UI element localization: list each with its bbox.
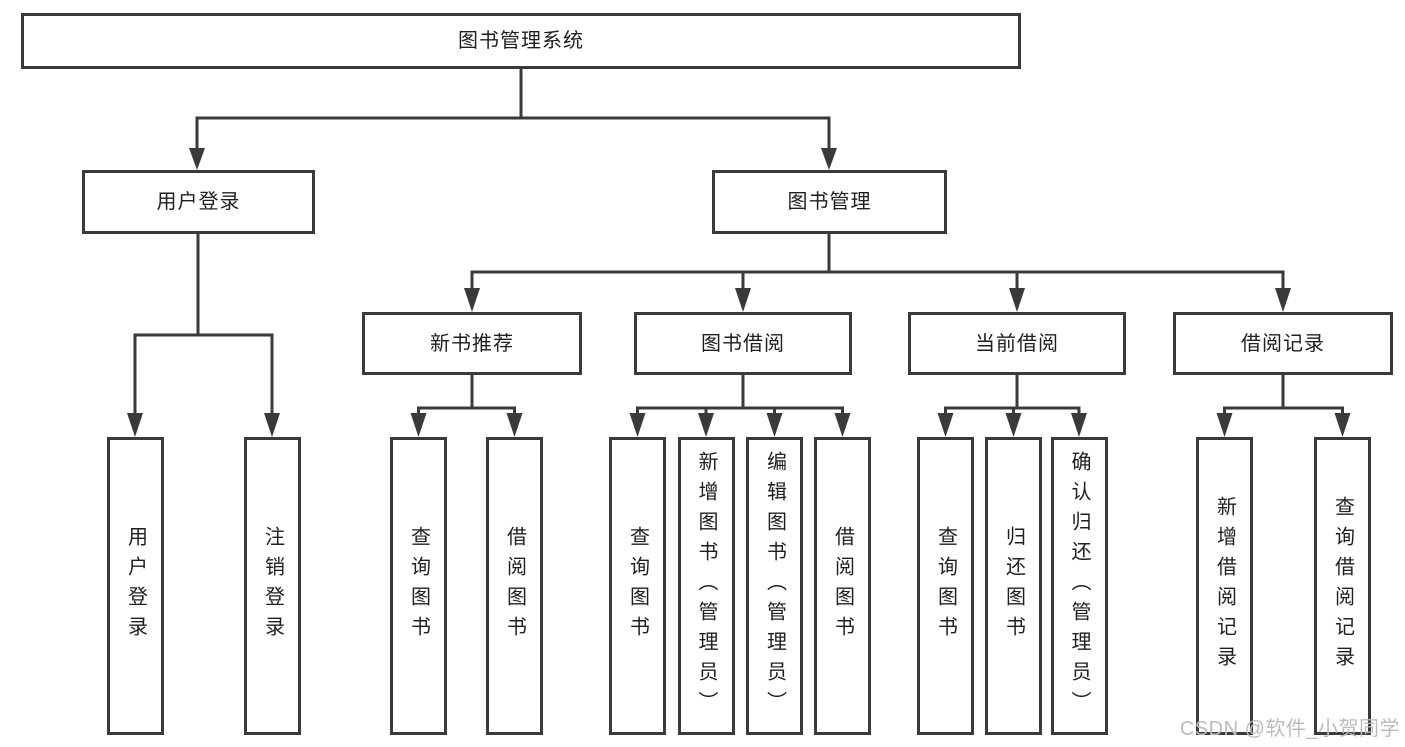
node-current-borrowing-label: 当前借阅 (975, 332, 1059, 355)
leaf-add-borrow-record: 新增借阅记录 (1196, 437, 1253, 735)
arrow-down-icon (506, 413, 523, 437)
node-new-book-recommendation-label: 新书推荐 (430, 332, 514, 355)
leaf-add-books-admin-label: 新增图书（管理员） (695, 451, 717, 721)
leaf-query-books-borrowing: 查询图书 (609, 437, 666, 735)
arrow-down-icon (1071, 413, 1087, 437)
arrow-down-icon (629, 413, 646, 437)
node-new-book-recommendation: 新书推荐 (362, 312, 582, 375)
arrow-down-icon (1275, 288, 1291, 312)
node-root-label: 图书管理系统 (458, 30, 584, 52)
arrow-down-icon (1005, 413, 1022, 437)
leaf-confirm-return-admin-label: 确认归还（管理员） (1068, 451, 1090, 721)
arrow-down-icon (464, 288, 480, 312)
leaf-borrow-books-borrowing-label: 借阅图书 (831, 526, 854, 646)
leaf-edit-books-admin-label: 编辑图书（管理员） (763, 451, 786, 721)
arrow-down-icon (735, 288, 751, 312)
leaf-query-books-recommend-label: 查询图书 (407, 526, 430, 646)
leaf-query-books-current-label: 查询图书 (934, 526, 957, 646)
node-book-management-label: 图书管理 (787, 191, 872, 213)
leaf-borrow-books-borrowing: 借阅图书 (814, 437, 871, 735)
node-current-borrowing: 当前借阅 (908, 312, 1126, 375)
leaf-query-books-recommend: 查询图书 (390, 437, 447, 735)
leaf-borrow-books-recommend: 借阅图书 (486, 437, 543, 735)
leaf-confirm-return-admin: 确认归还（管理员） (1050, 437, 1108, 735)
leaf-borrow-books-recommend-label: 借阅图书 (503, 526, 526, 646)
group-branch (1223, 406, 1344, 416)
leaf-query-borrow-record-label: 查询借阅记录 (1331, 496, 1354, 676)
leaf-logout-login: 注销登录 (244, 437, 301, 735)
arrow-down-icon (127, 413, 143, 437)
arrow-down-icon (410, 413, 427, 437)
leaf-add-books-admin: 新增图书（管理员） (677, 437, 735, 735)
node-user-login: 用户登录 (82, 170, 315, 234)
leaf-user-login: 用户登录 (107, 437, 164, 735)
arrow-down-icon (1334, 413, 1351, 437)
node-root: 图书管理系统 (21, 13, 1021, 69)
leaf-query-borrow-record: 查询借阅记录 (1314, 437, 1371, 735)
leaf-return-books: 归还图书 (985, 437, 1042, 735)
node-book-borrowing: 图书借阅 (634, 312, 852, 375)
leaf-return-books-label: 归还图书 (1002, 526, 1025, 646)
arrow-down-icon (766, 413, 783, 437)
book-mgmt-branch (470, 270, 1285, 290)
arrow-down-icon (698, 413, 714, 437)
arrow-down-icon (834, 413, 851, 437)
leaf-edit-books-admin: 编辑图书（管理员） (746, 437, 803, 735)
arrow-down-icon (1009, 288, 1025, 312)
leaf-logout-login-label: 注销登录 (261, 526, 284, 646)
node-user-login-label: 用户登录 (156, 191, 241, 213)
arrow-down-icon (1216, 413, 1233, 437)
arrow-down-icon (189, 148, 205, 170)
leaf-user-login-label: 用户登录 (124, 526, 147, 646)
arrow-down-icon (821, 148, 837, 170)
leaf-query-books-current: 查询图书 (917, 437, 974, 735)
root-branch (195, 116, 831, 150)
group-branch (636, 406, 844, 416)
csdn-watermark: CSDN @软件_小贺同学 (1179, 718, 1400, 740)
arrow-down-icon (937, 413, 954, 437)
arrow-down-icon (264, 413, 280, 437)
node-borrowing-records: 借阅记录 (1173, 312, 1393, 375)
node-book-borrowing-label: 图书借阅 (701, 332, 785, 355)
user-login-branch (133, 333, 274, 416)
node-book-management: 图书管理 (712, 170, 947, 234)
leaf-query-books-borrowing-label: 查询图书 (626, 526, 649, 646)
node-borrowing-records-label: 借阅记录 (1241, 332, 1325, 355)
group-branch (417, 406, 516, 416)
leaf-add-borrow-record-label: 新增借阅记录 (1213, 496, 1236, 676)
